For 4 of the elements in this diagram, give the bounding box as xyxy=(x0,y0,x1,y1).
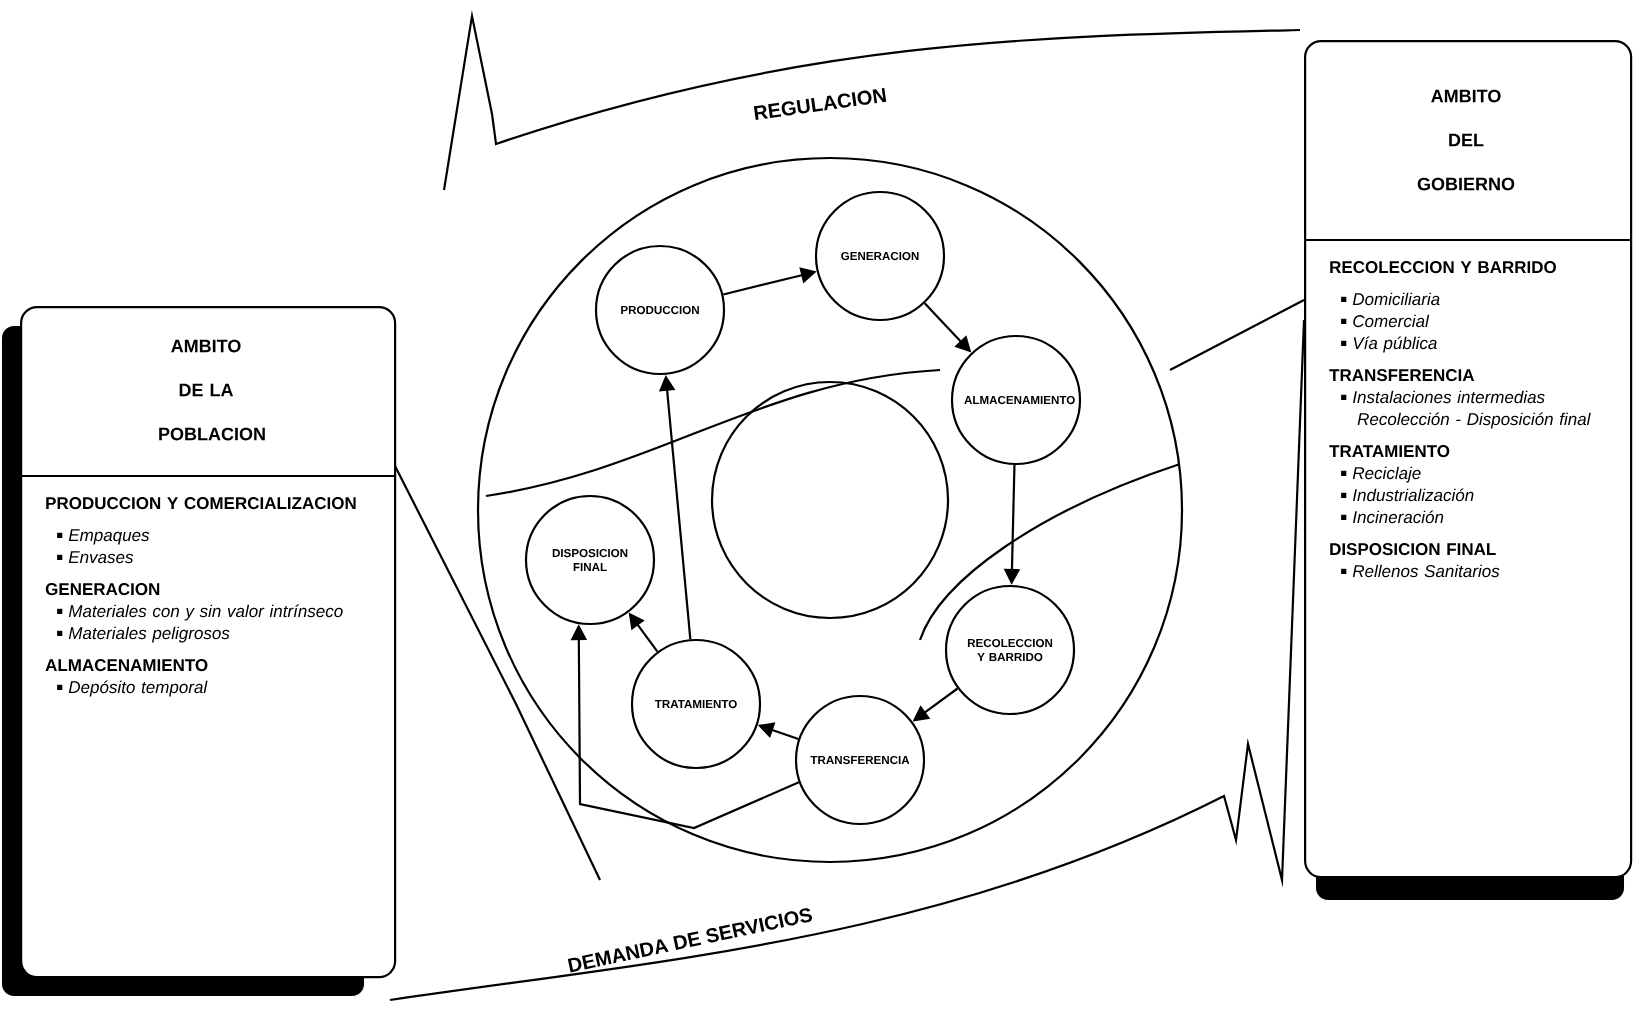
info-panel: AMBITO DE LA POBLACION PRODUCCION Y COMERCIALIZACION Empaques Envases GENERACION Materiales con y sin valor intrínseco Materiales peligrosos ALMACENAMIENTO Depósito temporal xyxy=(2,306,397,996)
center-circle xyxy=(710,380,950,620)
band-label: REGULACION xyxy=(753,88,887,120)
info-panel: AMBITO DEL GOBIERNO RECOLECCION Y BARRIDO Domiciliaria Comercial Vía pública TRANSFERENCIA Instalaciones intermedias Recolección - Disposición final TRATAMIENTO Reciclaje Industrialización Incineración DISPOSICION FINAL Rellenos Sanitarios xyxy=(1304,40,1633,900)
